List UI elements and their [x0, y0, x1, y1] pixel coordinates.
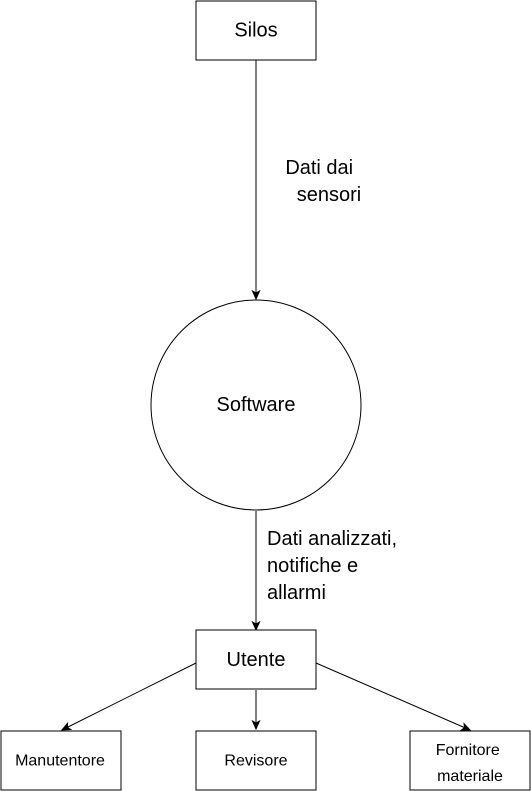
- edge-label-software-utente: Dati analizzati, notifiche e allarmi: [267, 528, 403, 604]
- node-software[interactable]: Software: [150, 299, 362, 511]
- edge-label-silos-software-line-1: Dati dai: [285, 157, 353, 179]
- node-manutentore-label: Manutentore: [15, 753, 105, 770]
- node-silos[interactable]: Silos: [195, 0, 317, 61]
- node-fornitore-label-line-1: Fornitore: [436, 742, 500, 759]
- node-manutentore[interactable]: Manutentore: [0, 730, 122, 791]
- node-utente[interactable]: Utente: [195, 629, 317, 690]
- edge-label-software-utente-line-1: Dati analizzati,: [267, 528, 397, 550]
- node-fornitore-label: Fornitore materiale: [436, 742, 504, 785]
- edge-label-software-utente-line-2: notifiche e: [267, 555, 358, 577]
- node-silos-label: Silos: [234, 20, 277, 42]
- node-revisore[interactable]: Revisore: [195, 730, 317, 791]
- node-software-label: Software: [217, 394, 296, 416]
- edge-label-software-utente-line-3: allarmi: [267, 582, 326, 604]
- node-fornitore-label-line-2: materiale: [437, 768, 503, 785]
- edge-label-silos-software-line-2: sensori: [297, 184, 361, 206]
- edge-label-silos-software: Dati dai sensori: [285, 157, 361, 206]
- edge-utente-fornitore: [315, 662, 470, 730]
- node-utente-label: Utente: [227, 649, 286, 671]
- edge-utente-manutentore: [62, 662, 197, 730]
- node-fornitore[interactable]: Fornitore materiale: [409, 730, 531, 791]
- node-revisore-label: Revisore: [224, 753, 287, 770]
